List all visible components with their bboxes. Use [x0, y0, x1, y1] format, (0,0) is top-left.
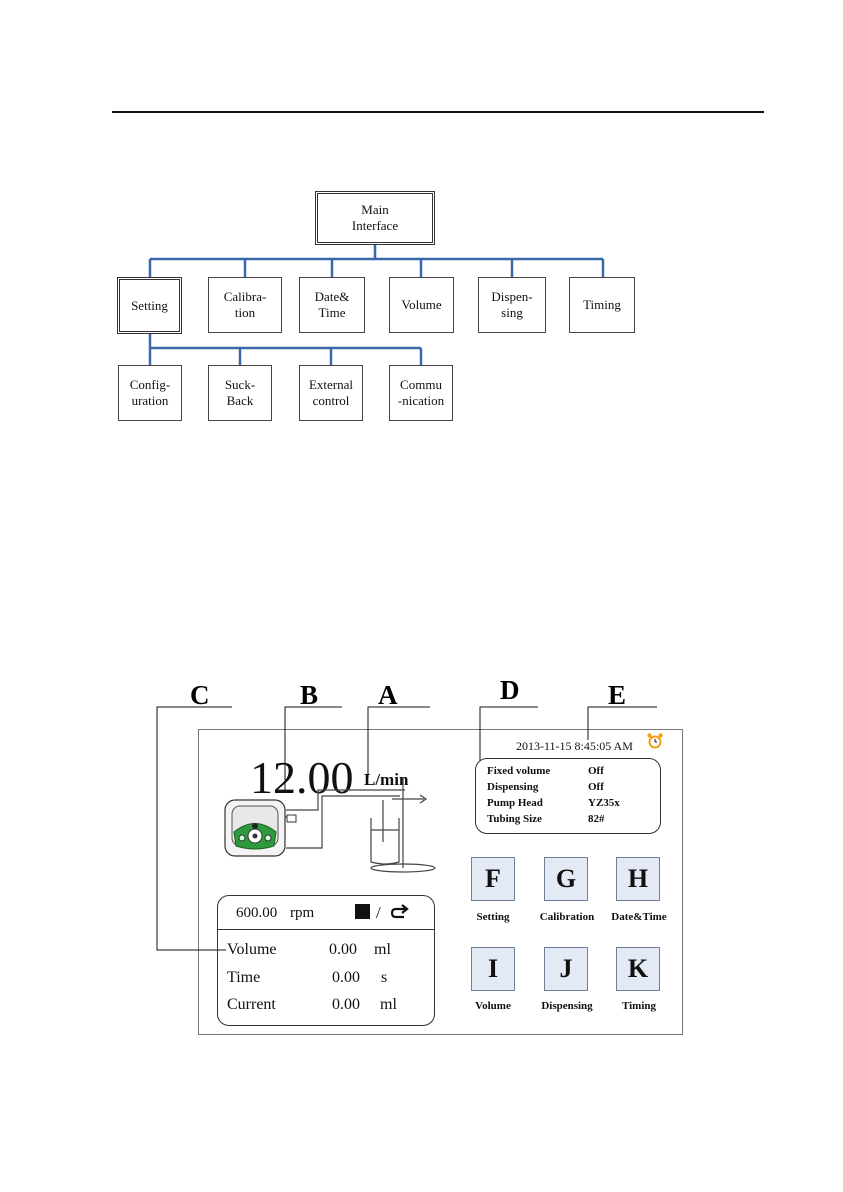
pump-screen: [198, 729, 683, 1035]
setting-button[interactable]: F: [471, 857, 515, 901]
volume-button[interactable]: I: [471, 947, 515, 991]
flow-rate-unit: L/min: [364, 770, 409, 789]
redo-direction-icon[interactable]: [390, 903, 410, 921]
node-timing: Timing: [569, 277, 635, 333]
pump-info-panel: [475, 758, 661, 834]
dispensing-button-label: Dispensing: [541, 1000, 593, 1012]
info-value-fixed-volume: Off: [588, 765, 604, 777]
volume-button-label: Volume: [475, 1000, 511, 1012]
header-rule: [112, 111, 764, 113]
volume-label: Volume: [227, 941, 277, 958]
node-main-interface: Main Interface: [315, 191, 435, 245]
callout-d: D: [500, 675, 520, 705]
node-calibration: Calibra- tion: [208, 277, 282, 333]
node-setting: Setting: [117, 277, 182, 334]
date-time-button[interactable]: H: [616, 857, 660, 901]
time-unit: s: [381, 969, 388, 986]
node-date-time: Date& Time: [299, 277, 365, 333]
info-label-tubing-size: Tubing Size: [487, 813, 542, 825]
info-label-fixed-volume: Fixed volume: [487, 765, 551, 777]
calibration-button[interactable]: G: [544, 857, 588, 901]
rpm-value: 600.00: [236, 905, 278, 921]
node-communication: Commu -nication: [389, 365, 453, 421]
setting-button-label: Setting: [476, 911, 510, 923]
time-label: Time: [227, 969, 261, 986]
info-value-tubing-size: 82#: [588, 813, 605, 825]
current-label: Current: [227, 996, 276, 1013]
datetime-display: 2013-11-15 8:45:05 AM: [516, 739, 633, 753]
timing-button-label: Timing: [621, 1000, 657, 1012]
current-unit: ml: [380, 996, 397, 1013]
volume-unit: ml: [374, 941, 391, 958]
volume-value: 0.00: [329, 941, 357, 958]
current-value: 0.00: [332, 996, 360, 1013]
flow-rate-value: 12.00: [250, 752, 354, 803]
status-divider: [217, 929, 435, 930]
timing-button[interactable]: K: [616, 947, 660, 991]
info-label-dispensing: Dispensing: [487, 781, 539, 793]
info-value-pump-head: YZ35x: [588, 797, 620, 809]
run-status-panel: [217, 895, 435, 1026]
control-separator: /: [376, 903, 381, 922]
info-value-dispensing: Off: [588, 781, 604, 793]
date-time-button-label: Date&Time: [611, 911, 667, 923]
node-configuration: Config- uration: [118, 365, 182, 421]
node-suck-back: Suck- Back: [208, 365, 272, 421]
alarm-clock-icon[interactable]: [646, 732, 664, 750]
callout-b: B: [300, 680, 319, 710]
node-dispensing: Dispen- sing: [478, 277, 546, 333]
stop-icon[interactable]: [355, 904, 370, 919]
info-label-pump-head: Pump Head: [487, 797, 543, 809]
rpm-unit: rpm: [290, 905, 315, 921]
calibration-button-label: Calibration: [539, 911, 595, 923]
callout-a: A: [378, 680, 398, 710]
callout-e: E: [608, 680, 627, 710]
dispensing-button[interactable]: J: [544, 947, 588, 991]
node-volume: Volume: [389, 277, 454, 333]
time-value: 0.00: [332, 969, 360, 986]
node-external-control: External control: [299, 365, 363, 421]
callout-c: C: [190, 680, 210, 710]
